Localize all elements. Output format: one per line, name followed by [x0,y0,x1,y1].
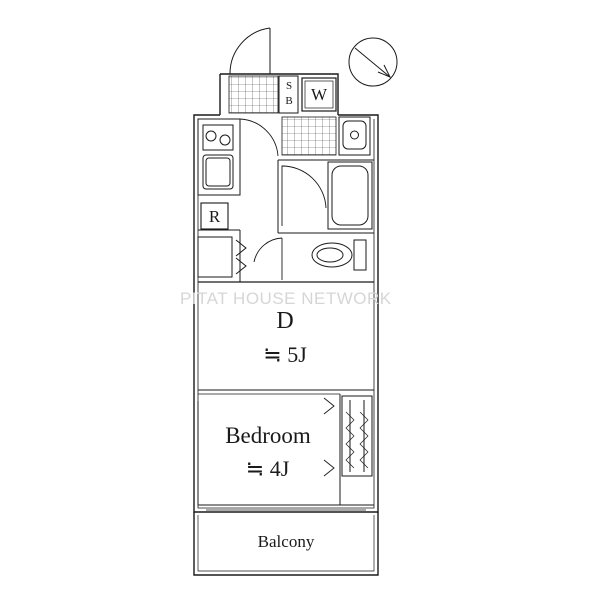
shoe-box-label: S B [285,80,293,107]
refrigerator-space [200,202,229,230]
shoe-box [278,75,299,114]
washroom-tile-floor [281,116,337,156]
exterior-walls [193,73,379,576]
stove-icon [202,124,234,151]
watermark-text: PITAT HOUSE NETWORK [180,289,392,308]
bath-door [281,165,327,226]
dining-room-size: ≒ 5J [263,342,307,367]
washer-label: W [310,85,328,104]
refrigerator-label: R [208,207,221,226]
closet-icon [341,395,373,477]
corridor-storage [197,236,247,278]
bedroom-walls [197,394,374,506]
dining-room-name: D [276,308,294,334]
balcony-label: Balcony [257,532,315,551]
bedroom-door-marks [323,397,335,477]
kitchen-counter [197,118,241,196]
interior-walls [198,119,374,395]
toilet-icon [311,239,367,271]
compass-icon [348,37,398,87]
washer-space [301,77,337,112]
entry-tile-floor [228,75,279,114]
bathtub-icon [327,161,373,230]
bedroom-name: Bedroom [225,423,311,448]
entry-door [229,27,271,75]
sink-icon [202,154,234,190]
bedroom-size: ≒ 4J [245,456,290,481]
washbasin-icon [338,116,371,156]
